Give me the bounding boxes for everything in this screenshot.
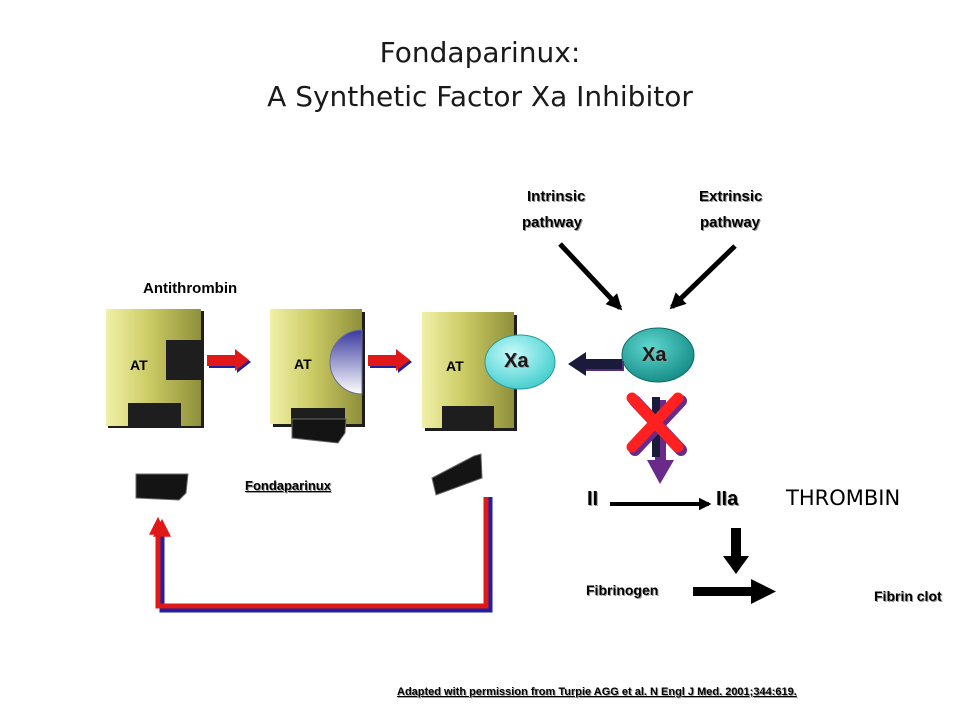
arrow-at1-to-at2 (207, 349, 251, 373)
arrow-at2-to-at3 (368, 349, 412, 373)
factor-xa-free-shape (621, 327, 695, 383)
factor-xa-bound-shape (484, 334, 556, 390)
source-caption: Adapted with permission from Turpie AGG … (397, 686, 797, 698)
at-label-3: AT (446, 358, 464, 374)
arrow-fibrinogen-to-fibrin (693, 579, 776, 604)
extrinsic-pathway-label-line2: pathway (700, 214, 761, 231)
factor-xa-bound-label: Xa (504, 350, 529, 372)
inhibition-x-mark (626, 392, 687, 456)
arrow-xa-to-complex (568, 352, 624, 376)
at-label-2: AT (294, 356, 312, 372)
intrinsic-pathway-label-line2: pathway (522, 214, 583, 231)
factor-ii-label: II (587, 488, 599, 510)
title-line-1: Fondaparinux: (379, 36, 581, 69)
intrinsic-pathway-label-line1: Intrinsic (527, 188, 586, 205)
fondaparinux-piece-free (135, 473, 189, 501)
title-line-2: A Synthetic Factor Xa Inhibitor (267, 80, 693, 113)
at-label-1: AT (130, 357, 148, 373)
fondaparinux-label: Fondaparinux (245, 478, 331, 493)
antithrombin-block-2 (270, 309, 365, 427)
arrow-intrinsic-to-xa (558, 242, 623, 311)
thrombin-label: THROMBIN (786, 486, 901, 510)
arrow-iia-down (723, 528, 749, 574)
antithrombin-block-1 (106, 309, 204, 428)
extrinsic-pathway-label-line1: Extrinsic (699, 188, 763, 205)
antithrombin-label: Antithrombin (143, 280, 238, 297)
fondaparinux-piece-released (431, 453, 483, 496)
recycling-loop-arrow (149, 497, 493, 613)
fibrinogen-label: Fibrinogen (586, 582, 659, 598)
arrow-extrinsic-to-xa (669, 244, 737, 310)
factor-iia-label: IIa (716, 488, 739, 510)
factor-xa-free-label: Xa (642, 344, 667, 366)
fondaparinux-piece-bound (291, 418, 347, 444)
fibrin-clot-label: Fibrin clot (874, 588, 942, 604)
